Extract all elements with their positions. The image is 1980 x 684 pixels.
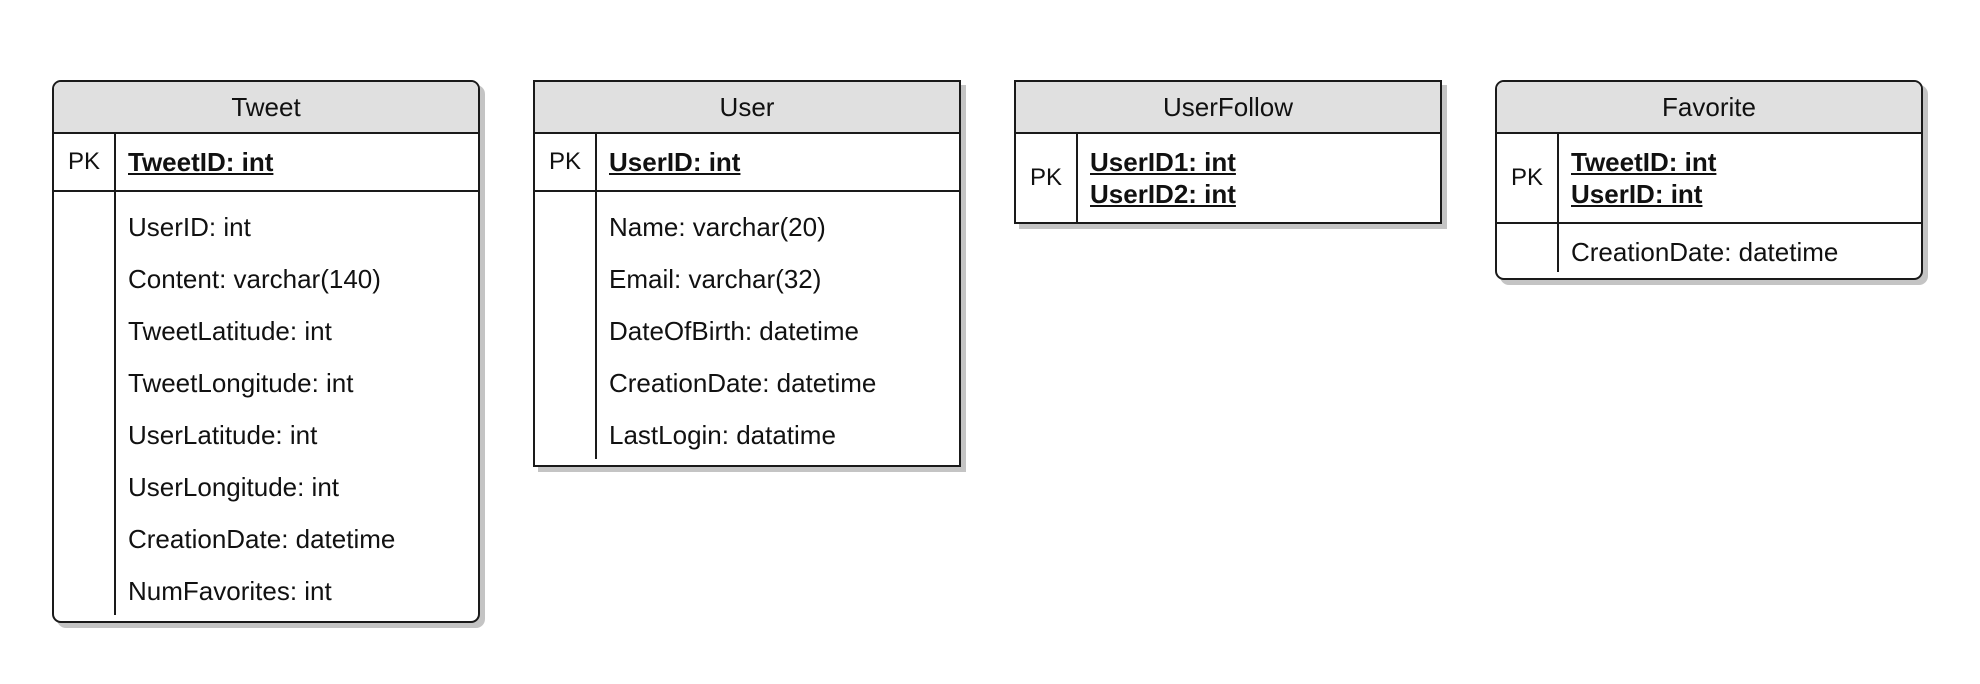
attribute: Content: varchar(140) <box>128 264 381 294</box>
attribute: CreationDate: datetime <box>128 524 396 554</box>
entity-header: User <box>535 82 959 134</box>
pk-section: PK UserID1: int UserID2: int <box>1016 134 1440 222</box>
pk-field: TweetID: int <box>128 147 274 177</box>
pk-label: PK <box>1016 134 1078 222</box>
pk-field: UserID: int <box>609 147 741 177</box>
attribute: UserLongitude: int <box>128 472 340 502</box>
attribute: CreationDate: datetime <box>1571 237 1839 267</box>
attribute: Email: varchar(32) <box>609 264 822 294</box>
attribute-gutter <box>54 192 116 615</box>
pk-fields: UserID1: int UserID2: int <box>1078 134 1248 222</box>
attribute: UserID: int <box>128 212 251 242</box>
entity-tweet[interactable]: Tweet PK TweetID: int UserID: int Conten… <box>52 80 480 623</box>
pk-label: PK <box>1497 134 1559 222</box>
entity-header: UserFollow <box>1016 82 1440 134</box>
entity-userfollow[interactable]: UserFollow PK UserID1: int UserID2: int <box>1014 80 1442 224</box>
attribute: LastLogin: datatime <box>609 420 836 450</box>
attribute: UserLatitude: int <box>128 420 318 450</box>
attribute: NumFavorites: int <box>128 576 332 606</box>
attribute-gutter <box>535 192 597 459</box>
attribute: DateOfBirth: datetime <box>609 316 859 346</box>
pk-field: UserID1: int <box>1090 147 1236 177</box>
pk-label: PK <box>535 134 597 190</box>
attribute-section: Name: varchar(20) Email: varchar(32) Dat… <box>535 192 959 465</box>
entity-favorite[interactable]: Favorite PK TweetID: int UserID: int Cre… <box>1495 80 1923 280</box>
attribute-list: UserID: int Content: varchar(140) TweetL… <box>116 192 407 621</box>
pk-fields: TweetID: int <box>116 134 285 190</box>
attribute-section: UserID: int Content: varchar(140) TweetL… <box>54 192 478 621</box>
pk-fields: TweetID: int UserID: int <box>1559 134 1728 222</box>
pk-section: PK TweetID: int <box>54 134 478 192</box>
attribute: TweetLongitude: int <box>128 368 354 398</box>
attribute: TweetLatitude: int <box>128 316 332 346</box>
entity-header: Tweet <box>54 82 478 134</box>
attribute: Name: varchar(20) <box>609 212 826 242</box>
pk-field: UserID: int <box>1571 179 1703 209</box>
attribute-section: CreationDate: datetime <box>1497 224 1921 278</box>
pk-fields: UserID: int <box>597 134 752 190</box>
attribute: CreationDate: datetime <box>609 368 877 398</box>
pk-label: PK <box>54 134 116 190</box>
pk-field: TweetID: int <box>1571 147 1717 177</box>
pk-field: UserID2: int <box>1090 179 1236 209</box>
attribute-gutter <box>1497 224 1559 272</box>
entity-header: Favorite <box>1497 82 1921 134</box>
entity-user[interactable]: User PK UserID: int Name: varchar(20) Em… <box>533 80 961 467</box>
attribute-list: Name: varchar(20) Email: varchar(32) Dat… <box>597 192 888 465</box>
attribute-list: CreationDate: datetime <box>1559 224 1850 278</box>
pk-section: PK TweetID: int UserID: int <box>1497 134 1921 224</box>
pk-section: PK UserID: int <box>535 134 959 192</box>
